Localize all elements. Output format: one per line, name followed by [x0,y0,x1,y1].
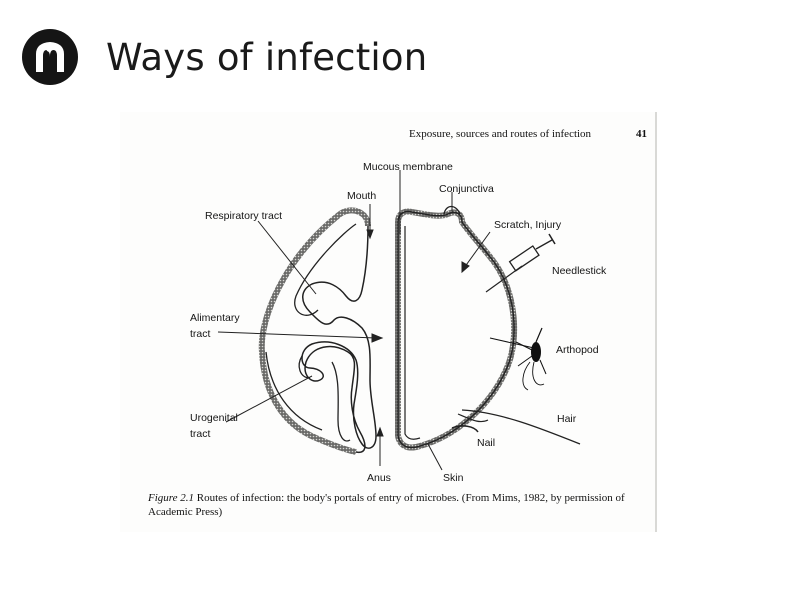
slide-header: Ways of infection [22,28,427,86]
label-scratch-injury: Scratch, Injury [494,219,562,231]
running-header: Exposure, sources and routes of infectio… [409,128,592,140]
label-respiratory-tract: Respiratory tract [205,210,282,222]
caption-text: Routes of infection: the body's portals … [148,492,625,518]
hair-and-nail [451,409,581,445]
label-hair: Hair [557,413,577,425]
label-arthopod: Arthopod [556,344,599,356]
label-mucous-membrane: Mucous membrane [363,161,453,173]
label-anus: Anus [367,472,391,484]
page-number: 41 [636,128,647,140]
label-alimentary-line1: Alimentary [190,312,240,324]
body-left-half [258,207,377,455]
label-conjunctiva: Conjunctiva [439,183,494,195]
leader-lines [217,170,491,471]
cathedral-arches-icon [22,29,78,85]
label-urogenital-line1: Urogenital [190,412,238,424]
syringe-icon [485,233,556,293]
slide-title: Ways of infection [106,35,428,79]
label-alimentary-line2: tract [190,328,211,340]
book-page-scan [120,112,656,532]
figure-label: Figure 2.1 [148,492,195,504]
figure-caption: Figure 2.1 Routes of infection: the body… [148,491,628,519]
page-edge [655,112,657,532]
label-nail: Nail [477,437,495,449]
label-mouth: Mouth [347,190,376,202]
body-right-half [395,205,518,451]
label-skin: Skin [443,472,464,484]
label-urogenital-line2: tract [190,428,211,440]
mosquito-icon [489,327,547,391]
label-needlestick: Needlestick [552,265,607,277]
